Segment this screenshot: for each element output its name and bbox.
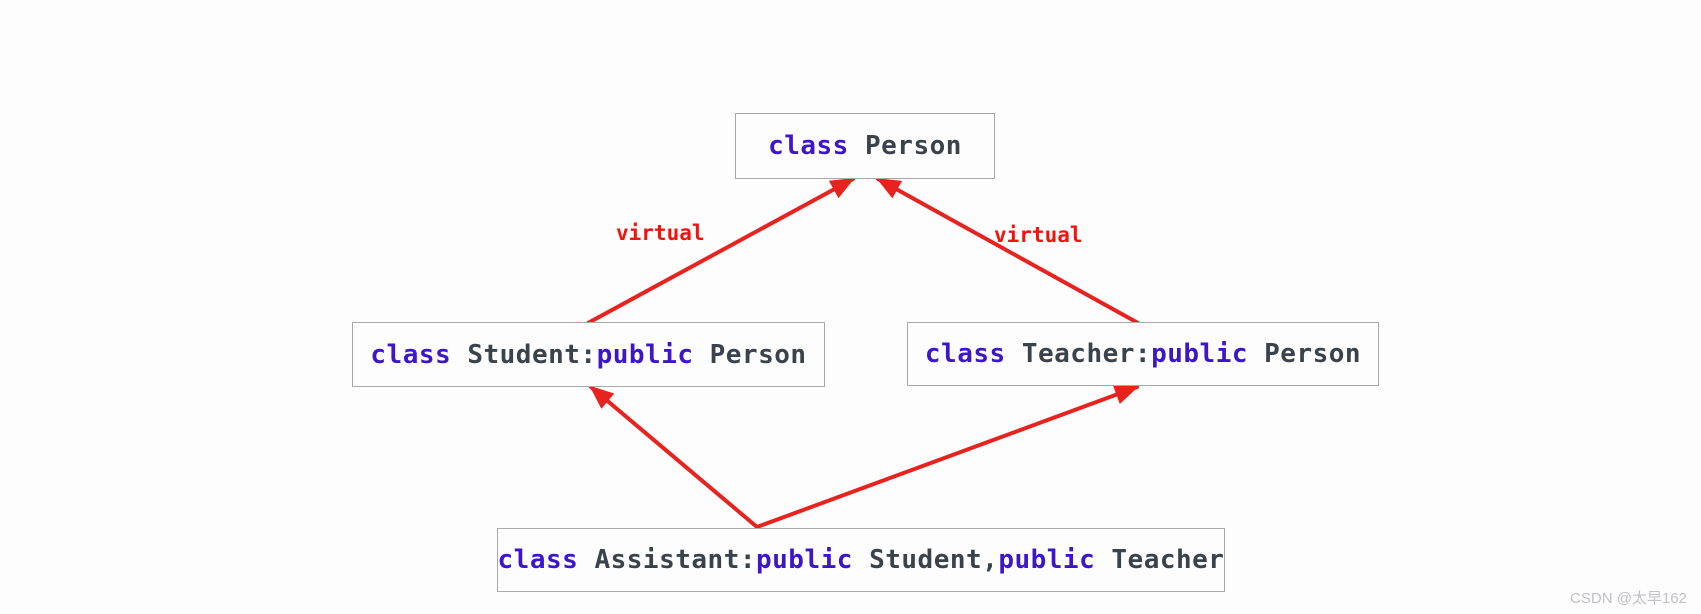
identifier-token: Person [848, 131, 962, 161]
identifier-token: Teacher [1095, 545, 1225, 575]
class-box-teacher: class Teacher:public Person [907, 322, 1379, 386]
keyword-token: public [756, 545, 853, 575]
identifier-token: Student: [451, 339, 597, 370]
keyword-token: class [924, 339, 1006, 369]
class-box-student: class Student:public Person [352, 322, 825, 387]
class-box-person: class Person [735, 113, 995, 179]
virtual-label-right: virtual [994, 223, 1083, 247]
arrow-student-to-person [586, 177, 855, 325]
arrow-assistant-to-student [589, 385, 759, 529]
keyword-token: class [370, 339, 452, 370]
arrow-teacher-to-person [876, 177, 1140, 325]
keyword-token: class [768, 131, 849, 161]
keyword-token: public [1151, 339, 1248, 369]
identifier-token: Person [693, 339, 807, 370]
keyword-token: class [497, 545, 579, 575]
watermark: CSDN @太早162 [1570, 590, 1687, 607]
class-box-assistant: class Assistant:public Student,public Te… [497, 528, 1225, 592]
arrow-assistant-to-teacher [755, 385, 1139, 529]
identifier-token: Assistant: [578, 545, 756, 575]
virtual-label-left: virtual [616, 221, 705, 245]
keyword-token: public [998, 545, 1096, 575]
keyword-token: public [596, 339, 694, 370]
identifier-token: Teacher: [1005, 339, 1152, 369]
identifier-token: Person [1248, 339, 1362, 369]
identifier-token: Student, [852, 545, 999, 575]
